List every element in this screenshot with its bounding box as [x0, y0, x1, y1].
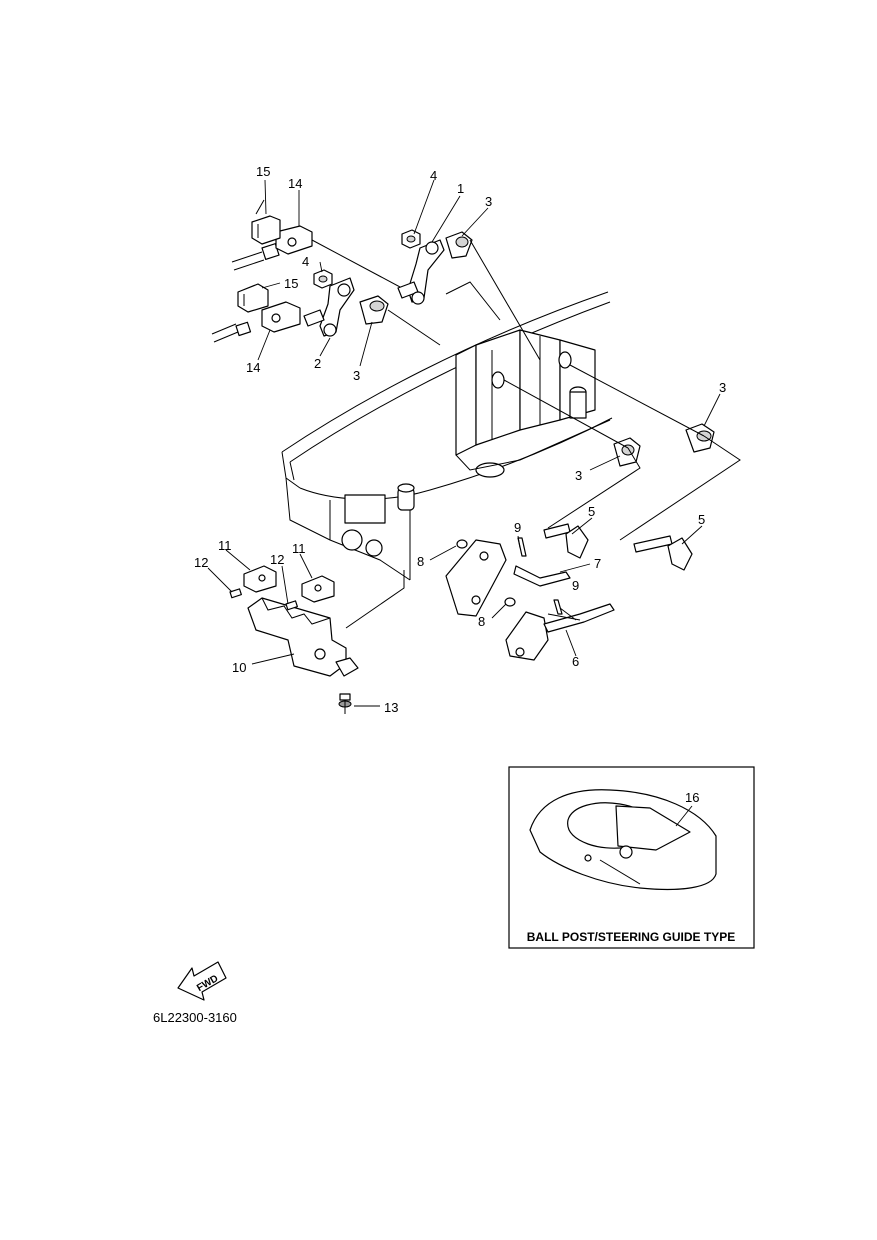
callout-14-lower: 14 — [246, 360, 260, 375]
leader-lines — [207, 179, 721, 707]
fwd-arrow: FWD — [177, 961, 227, 1001]
callout-5-left: 5 — [588, 504, 595, 519]
callout-1: 1 — [457, 181, 464, 196]
throttle-lever-upper — [397, 229, 541, 361]
callout-6: 6 — [572, 654, 579, 669]
linkage-levers — [445, 537, 615, 661]
bottom-cowling — [281, 291, 613, 581]
callout-12-left: 12 — [194, 555, 208, 570]
inset-caption: BALL POST/STEERING GUIDE TYPE — [527, 930, 735, 944]
callout-13: 13 — [384, 700, 398, 715]
callout-4-upper: 4 — [430, 168, 437, 183]
callout-16: 16 — [685, 790, 699, 805]
callout-7: 7 — [594, 556, 601, 571]
callout-5-right: 5 — [698, 512, 705, 527]
inset-panel: 16 BALL POST/STEERING GUIDE TYPE — [508, 766, 755, 949]
callout-10: 10 — [232, 660, 246, 675]
cable-end-upper — [231, 199, 416, 296]
callout-3-middle: 3 — [575, 468, 582, 483]
cable-end-lower — [211, 269, 441, 346]
callout-11-right: 11 — [292, 541, 306, 556]
callout-9-lower: 9 — [572, 578, 579, 593]
callout-8-upper: 8 — [417, 554, 424, 569]
callout-15-lower: 15 — [284, 276, 298, 291]
diagram-code: 6L22300-3160 — [153, 1010, 237, 1025]
callout-3-right: 3 — [719, 380, 726, 395]
callout-labels: 15 14 4 1 3 4 15 14 2 3 3 3 5 5 9 8 7 9 … — [194, 164, 726, 715]
callout-9-upper: 9 — [514, 520, 521, 535]
callout-3-upper: 3 — [485, 194, 492, 209]
callout-11-left: 11 — [218, 538, 232, 553]
callout-12-right: 12 — [270, 552, 284, 567]
callout-2: 2 — [314, 356, 321, 371]
bracket-10-assembly — [229, 565, 405, 714]
shafts-5 — [543, 523, 693, 571]
grommets-right — [503, 364, 741, 541]
callout-3-lower: 3 — [353, 368, 360, 383]
callout-15-upper: 15 — [256, 164, 270, 179]
callout-8-lower: 8 — [478, 614, 485, 629]
callout-14-upper: 14 — [288, 176, 302, 191]
callout-4-lower: 4 — [302, 254, 309, 269]
